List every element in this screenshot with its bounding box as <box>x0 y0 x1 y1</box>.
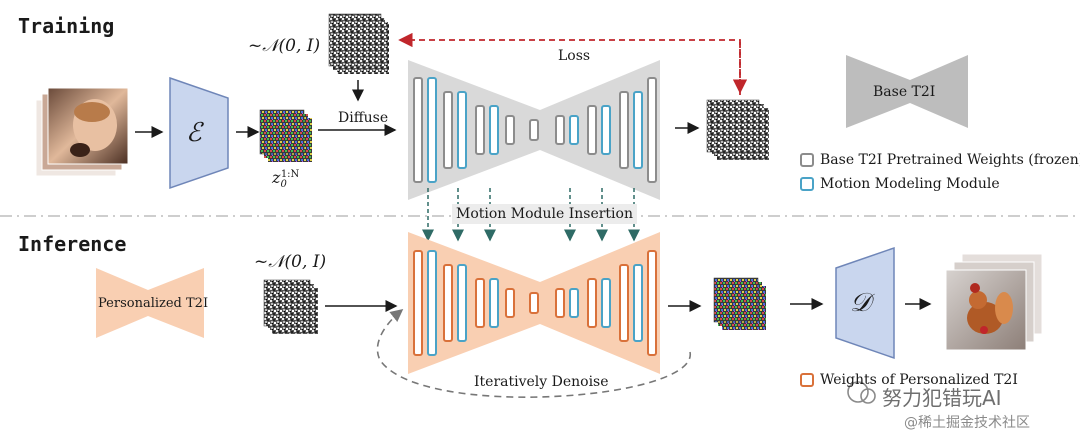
inference-unet-layer-7 <box>529 292 539 314</box>
inference-unet-layer-5 <box>489 278 499 328</box>
training-unet-layer-3 <box>457 91 467 169</box>
inference-noise <box>263 279 318 334</box>
legend-motion-label: Motion Modeling Module <box>820 176 1000 192</box>
motion-insertion-arrows <box>422 188 640 242</box>
training-unet-layer-14 <box>647 77 657 183</box>
training-unet-layer-9 <box>569 115 579 145</box>
legend-frozen-label: Base T2I Pretrained Weights (frozen) <box>820 152 1080 168</box>
watermark-sub: @稀土掘金技术社区 <box>904 415 1030 431</box>
training-noise-label: ~𝒩(0, I) <box>248 36 321 56</box>
diffuse-label: Diffuse <box>338 110 389 126</box>
inference-unet-layer-11 <box>601 278 611 328</box>
loss-arrow <box>398 32 748 95</box>
personalized-t2i-shape <box>96 268 204 338</box>
training-unet-layers <box>413 77 657 183</box>
motion-insertion-label: Motion Module Insertion <box>452 204 637 224</box>
base-t2i-shape <box>846 55 968 128</box>
encoder-block <box>169 76 229 190</box>
inference-unet-layer-8 <box>555 288 565 318</box>
personalized-t2i-label: Personalized T2I <box>98 296 209 311</box>
denoise-label: Iteratively Denoise <box>474 374 609 390</box>
training-unet-layer-1 <box>427 77 437 183</box>
training-unet-layer-8 <box>555 115 565 145</box>
loss-label: Loss <box>558 48 591 64</box>
inference-unet-layer-3 <box>457 264 467 342</box>
inference-unet-layer-2 <box>443 264 453 342</box>
latent-cube <box>259 109 312 162</box>
denoise-loop <box>376 309 691 398</box>
input-video-frames <box>35 87 129 177</box>
inference-unet-layer-14 <box>647 250 657 356</box>
training-unet-layer-4 <box>475 105 485 155</box>
inference-unet-layer-10 <box>587 278 597 328</box>
output-video-frames <box>945 253 1043 351</box>
inference-unet-layer-0 <box>413 250 423 356</box>
training-heading: Training <box>18 14 115 38</box>
inference-unet-layer-12 <box>619 264 629 342</box>
training-unet-layer-5 <box>489 105 499 155</box>
inference-noise-label: ~𝒩(0, I) <box>254 252 327 272</box>
base-t2i-label: Base T2I <box>873 84 936 100</box>
inference-unet-layer-6 <box>505 288 515 318</box>
legend-personal-label: Weights of Personalized T2I <box>820 372 1018 388</box>
inference-unet-layer-4 <box>475 278 485 328</box>
training-output-noise <box>706 99 769 160</box>
inference-unet-layer-13 <box>633 264 643 342</box>
training-unet-layer-0 <box>413 77 423 183</box>
inference-unet-layer-9 <box>569 288 579 318</box>
encoder-symbol: ℰ <box>186 118 202 148</box>
training-unet-layer-7 <box>529 119 539 141</box>
training-noise <box>328 13 389 74</box>
inference-heading: Inference <box>18 232 127 256</box>
inference-unet-layer-1 <box>427 250 437 356</box>
training-unet-layer-10 <box>587 105 597 155</box>
decoder-symbol: 𝒟 <box>850 288 871 318</box>
training-unet-layer-12 <box>619 91 629 169</box>
training-unet-layer-6 <box>505 115 515 145</box>
latent-label: z01:N <box>272 168 300 191</box>
training-unet-layer-13 <box>633 91 643 169</box>
training-unet-layer-11 <box>601 105 611 155</box>
inference-latent <box>713 277 766 330</box>
watermark-logo <box>847 381 876 404</box>
inference-unet-layers <box>413 250 657 356</box>
decoder-block <box>835 246 895 360</box>
watermark-title: 努力犯错玩AI <box>882 386 1002 410</box>
training-unet-layer-2 <box>443 91 453 169</box>
